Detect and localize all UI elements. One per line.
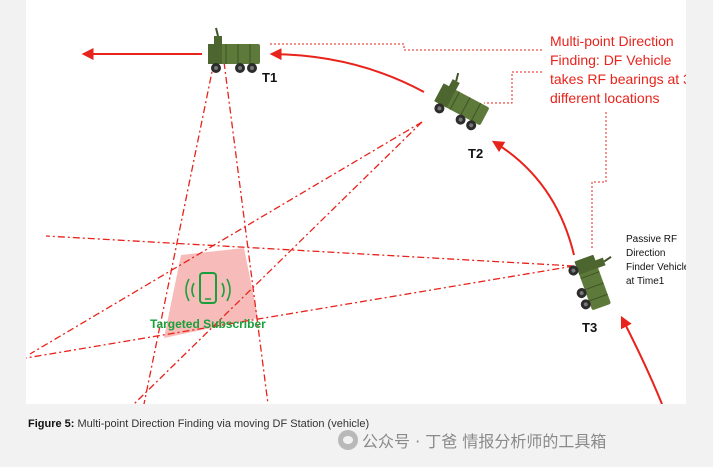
leader-t2	[484, 72, 542, 103]
passive-note-line-2: Direction	[626, 248, 665, 259]
vehicle-t2	[430, 69, 497, 133]
callout-line-4: different locations	[550, 90, 659, 106]
bearing-line-t3-b	[224, 62, 268, 404]
caption-text: Multi-point Direction Finding via moving…	[78, 418, 370, 430]
passive-note-line-1: Passive RF	[626, 234, 677, 245]
bearing-line-t1-a	[46, 236, 574, 266]
callout-line-1: Multi-point Direction	[550, 33, 674, 49]
callout-line-3: takes RF bearings at 3	[550, 71, 686, 87]
target-label: Targeted Subscriber	[150, 317, 266, 331]
vehicle-t3	[208, 28, 260, 73]
figure-caption: Figure 5: Multi-point Direction Finding …	[28, 418, 369, 430]
passive-note-line-3: Finder Vehicle	[626, 262, 686, 273]
callout-text: Multi-point Direction Finding: DF Vehicl…	[550, 33, 686, 106]
df-diagram: T1 T2 T3 Multi-point Direction Finding: …	[26, 0, 686, 404]
station-label-t1: T3	[582, 320, 597, 335]
vehicle-t1	[566, 249, 626, 313]
station-label-t3: T1	[262, 70, 277, 85]
passive-note-line-4: at Time1	[626, 276, 665, 287]
callout-line-2: Finding: DF Vehicle	[550, 52, 672, 68]
watermark: 公众号 · 丁爸 情报分析师的工具箱	[338, 428, 606, 452]
wechat-icon	[338, 430, 358, 450]
caption-label: Figure 5:	[28, 418, 74, 430]
bearing-line-t2-b	[134, 122, 422, 404]
station-label-t2: T2	[468, 146, 483, 161]
bearing-line-t3-a	[144, 62, 214, 404]
bearing-line-t1-b	[26, 266, 574, 358]
path-entry	[622, 318, 662, 404]
leader-t1	[592, 112, 606, 250]
vehicle-path	[84, 54, 662, 404]
passive-note: Passive RF Direction Finder Vehicle at T…	[626, 234, 686, 287]
bearing-lines	[26, 62, 574, 404]
path-t1-t2	[494, 142, 574, 255]
leader-t3	[270, 44, 542, 50]
watermark-text: 公众号 · 丁爸 情报分析师的工具箱	[362, 428, 606, 452]
figure-panel: T1 T2 T3 Multi-point Direction Finding: …	[26, 0, 686, 404]
path-t2-t3	[272, 54, 424, 92]
